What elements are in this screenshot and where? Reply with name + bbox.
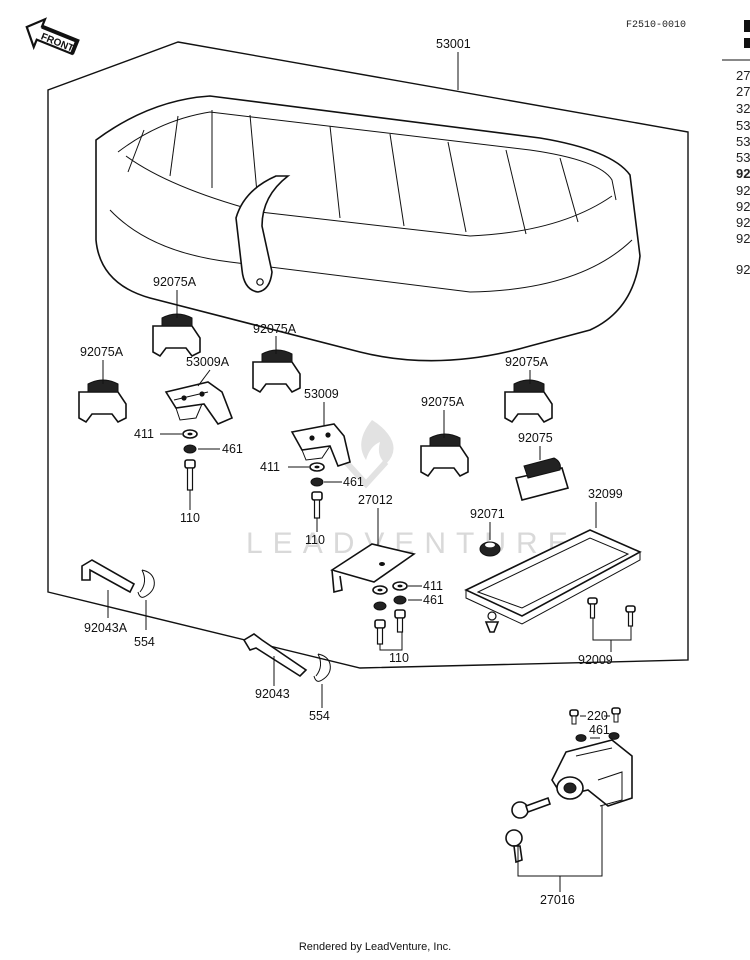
callout-damper-a1: 92075A [153,275,197,289]
callout-grommet: 92071 [470,507,505,521]
diagram-code: F2510-0010 [626,20,686,31]
side-list-item: 92 [736,199,750,214]
assembly-frame [47,41,689,669]
lock-washer-icon [393,595,407,605]
lock-washer-icon [575,734,587,742]
key-icon [505,796,552,864]
callout-clip-2: 554 [309,709,330,723]
callout-screw-pair: 92009 [578,653,613,667]
screw-icon [625,605,636,627]
damper-rubber-icon [152,313,201,358]
lock-washer-icon [310,477,324,487]
hinge-pin-icon [242,633,308,678]
callout-washer-1: 411 [134,427,154,441]
side-list-item: 53 [736,150,750,165]
bolt-icon [184,459,196,491]
side-list-item: 92 [736,231,750,246]
side-list-item: 27 [736,68,750,83]
bracket-icon [164,381,234,425]
callout-damper-a4: 92075A [505,355,549,369]
damper-rubber-icon [78,379,127,424]
screw-icon [611,707,621,723]
callout-lock-washer-2: 461 [343,475,364,489]
side-list-item: 27 [736,84,750,99]
side-list-item: 92 [736,262,750,277]
screw-icon [569,709,579,725]
callout-lock-washer-3: 461 [423,593,444,607]
callout-tray: 32099 [588,487,623,501]
clip-icon [313,653,331,682]
lock-washer-icon [183,444,197,454]
callout-clip-1: 554 [134,635,155,649]
grommet-icon [479,541,501,557]
callout-damper-a3: 92075A [80,345,124,359]
bracket-plate-icon [330,543,416,594]
washer-icon [309,462,325,472]
washer-icon [182,429,198,439]
callout-bolt-2: 110 [305,533,325,547]
screw-icon [587,597,598,619]
callout-bracket-a: 53009A [186,355,230,369]
side-list-item: 53 [736,118,750,133]
callout-damper: 92075 [518,431,553,445]
side-list-item: 92 [736,166,750,181]
footer-credit: Rendered by LeadVenture, Inc. [298,941,452,953]
callout-lock-washer-1: 461 [222,442,243,456]
side-list-item: 92 [736,183,750,198]
callout-washer-3: 411 [423,579,443,593]
washer-icon [372,585,388,595]
seat-lock-icon [551,739,633,807]
bracket-icon [290,423,351,467]
damper-rubber-icon [420,433,469,478]
lock-washer-icon [608,732,620,740]
callout-pin-a: 92043A [84,621,128,635]
callout-damper-a2: 92075A [253,322,297,336]
front-arrow-icon: FRONT [25,17,80,56]
callout-damper-a5: 92075A [421,395,465,409]
callout-bolt-3: 110 [389,651,409,665]
seat-illustration [95,95,641,362]
callout-bracket: 53009 [304,387,339,401]
bolt-icon [374,619,386,645]
callout-plate: 27012 [358,493,393,507]
damper-rubber-icon [504,379,553,424]
side-list-item: 92 [736,215,750,230]
callout-washer-2: 411 [260,460,280,474]
callout-screw-lock: 220 [587,709,608,723]
side-list-item: 53 [736,134,750,149]
bolt-icon [311,491,323,519]
washer-icon [392,581,408,591]
callout-pin: 92043 [255,687,290,701]
clip-icon [137,569,155,598]
side-parts-list: 27 27 32 53 53 53 92 92 92 92 92 92 [722,20,750,277]
callout-lock-set: 27016 [540,893,575,907]
lock-washer-icon [373,601,387,611]
side-list-item: 32 [736,101,750,116]
damper-rubber-icon [515,457,570,501]
callout-bolt-1: 110 [180,511,200,525]
leader-lines [102,52,632,892]
tray-icon [464,529,642,633]
bolt-icon [394,609,406,633]
callout-lock-washer-4: 461 [589,723,610,737]
hinge-pin-icon [81,559,136,594]
damper-rubber-icon [252,349,301,394]
callout-seat: 53001 [436,37,471,51]
